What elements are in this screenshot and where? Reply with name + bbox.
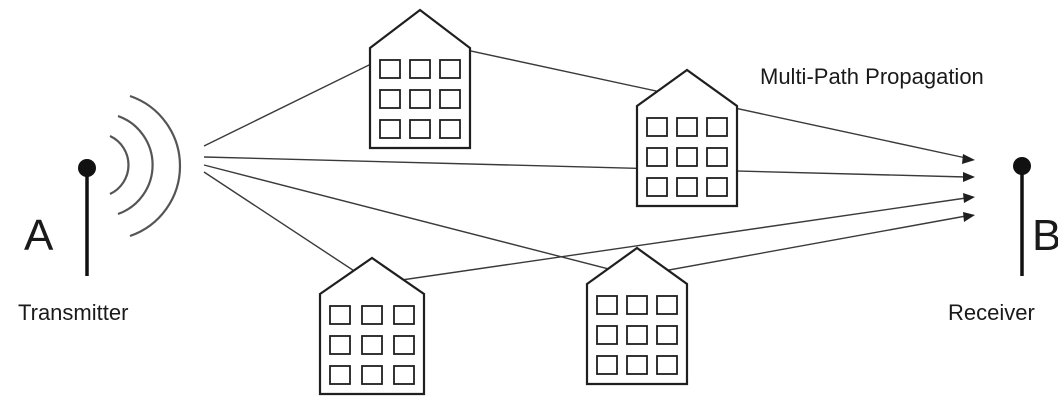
building-windows: [330, 306, 414, 384]
arrowhead: [963, 193, 975, 203]
arrowhead: [963, 172, 975, 182]
transmitter-label: Transmitter: [18, 300, 128, 325]
path-reflected-bottom-right-building: [204, 165, 966, 276]
path-reflected-bottom-left-building: [204, 172, 966, 284]
radio-waves-icon: [110, 96, 180, 236]
building-windows: [647, 118, 727, 196]
receiver-letter: B: [1032, 211, 1058, 260]
building-top-left: [370, 10, 470, 148]
transmitter-antenna-tip: [78, 159, 96, 177]
arrowhead: [962, 154, 975, 164]
transmitter-letter: A: [24, 211, 54, 260]
arrowhead: [963, 212, 975, 222]
building-bottom-right: [587, 248, 687, 384]
receiver-label: Receiver: [948, 300, 1035, 325]
transmitter: A Transmitter: [18, 96, 180, 325]
receiver: B Receiver: [948, 157, 1058, 325]
path-direct: [204, 157, 966, 177]
diagram-title: Multi-Path Propagation: [760, 64, 984, 89]
building-windows: [380, 60, 460, 138]
path-reflected-top-building: [204, 40, 966, 158]
receiver-antenna-tip: [1013, 157, 1031, 175]
building-windows: [597, 296, 677, 374]
